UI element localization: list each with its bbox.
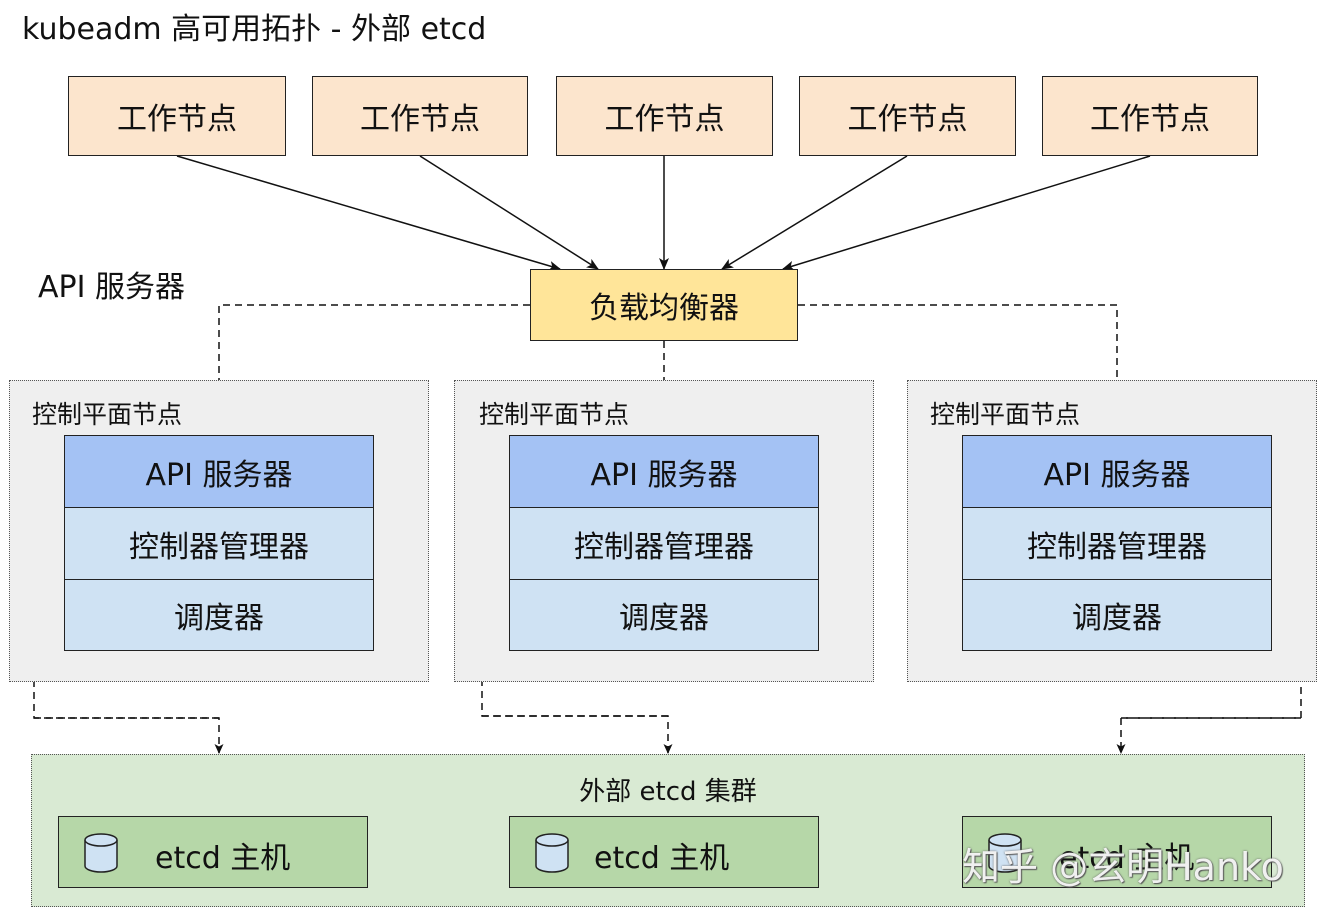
scheduler-box: 调度器 (510, 580, 818, 650)
worker-to-lb-arrow-1 (176, 155, 561, 271)
control-plane-components-3: API 服务器 控制器管理器 调度器 (962, 435, 1272, 651)
worker-node-label: 工作节点 (847, 102, 968, 137)
scheduler-box: 调度器 (963, 580, 1271, 650)
api-server-box: API 服务器 (963, 436, 1271, 508)
controller-manager-label: 控制器管理器 (574, 529, 754, 565)
scheduler-box: 调度器 (65, 580, 373, 650)
api-server-label: API 服务器 (1043, 457, 1191, 493)
worker-node-label: 工作节点 (360, 102, 480, 137)
api-server-3-to-etcd-arrow (1116, 717, 1301, 754)
database-cylinder-icon (535, 833, 569, 873)
database-cylinder-icon (84, 833, 118, 873)
worker-node-label: 工作节点 (117, 102, 237, 137)
etcd-host-label: etcd 主机 (1059, 841, 1195, 876)
api-server-label: API 服务器 (145, 457, 293, 493)
diagram-title: kubeadm 高可用拓扑 - 外部 etcd (22, 12, 487, 47)
controller-manager-label: 控制器管理器 (1027, 529, 1207, 565)
scheduler-label: 调度器 (1072, 601, 1162, 636)
control-plane-node-label: 控制平面节点 (32, 400, 183, 429)
etcd-cluster-label: 外部 etcd 集群 (579, 777, 757, 807)
scheduler-label: 调度器 (619, 601, 709, 636)
worker-node-1: 工作节点 (68, 76, 286, 156)
control-plane-node-label: 控制平面节点 (479, 400, 630, 429)
api-server-1-to-etcd-arrow (34, 717, 224, 754)
worker-node-label: 工作节点 (604, 102, 725, 137)
worker-to-lb-arrow-2 (419, 155, 599, 270)
etcd-host-1: etcd 主机 (58, 816, 368, 888)
api-server-section-label: API 服务器 (38, 270, 185, 305)
controller-manager-box: 控制器管理器 (963, 508, 1271, 580)
load-balancer-label: 负载均衡器 (589, 291, 739, 326)
worker-node-3: 工作节点 (556, 76, 773, 156)
load-balancer: 负载均衡器 (530, 269, 798, 341)
control-plane-node-label: 控制平面节点 (930, 400, 1081, 429)
controller-manager-label: 控制器管理器 (129, 529, 309, 565)
worker-node-5: 工作节点 (1042, 76, 1258, 156)
worker-node-2: 工作节点 (312, 76, 528, 156)
etcd-host-2: etcd 主机 (509, 816, 819, 888)
controller-manager-box: 控制器管理器 (510, 508, 818, 580)
controller-manager-box: 控制器管理器 (65, 508, 373, 580)
worker-to-lb-arrow-4 (721, 155, 908, 270)
watermark: 知乎 @玄明Hanko (962, 845, 1284, 889)
control-plane-components-2: API 服务器 控制器管理器 调度器 (509, 435, 819, 651)
worker-node-label: 工作节点 (1090, 102, 1210, 137)
scheduler-label: 调度器 (174, 601, 264, 636)
api-server-label: API 服务器 (590, 457, 738, 493)
api-server-2-to-etcd-arrow (482, 715, 673, 754)
worker-to-lb-arrow-5 (782, 155, 1151, 271)
worker-node-4: 工作节点 (799, 76, 1016, 156)
api-server-box: API 服务器 (510, 436, 818, 508)
api-server-box: API 服务器 (65, 436, 373, 508)
lb-to-api-server-3-line (798, 304, 1118, 435)
etcd-host-label: etcd 主机 (155, 841, 291, 876)
control-plane-components-1: API 服务器 控制器管理器 调度器 (64, 435, 374, 651)
etcd-host-3: etcd 主机 (962, 816, 1272, 888)
database-cylinder-icon (988, 833, 1022, 873)
etcd-host-label: etcd 主机 (594, 841, 730, 876)
